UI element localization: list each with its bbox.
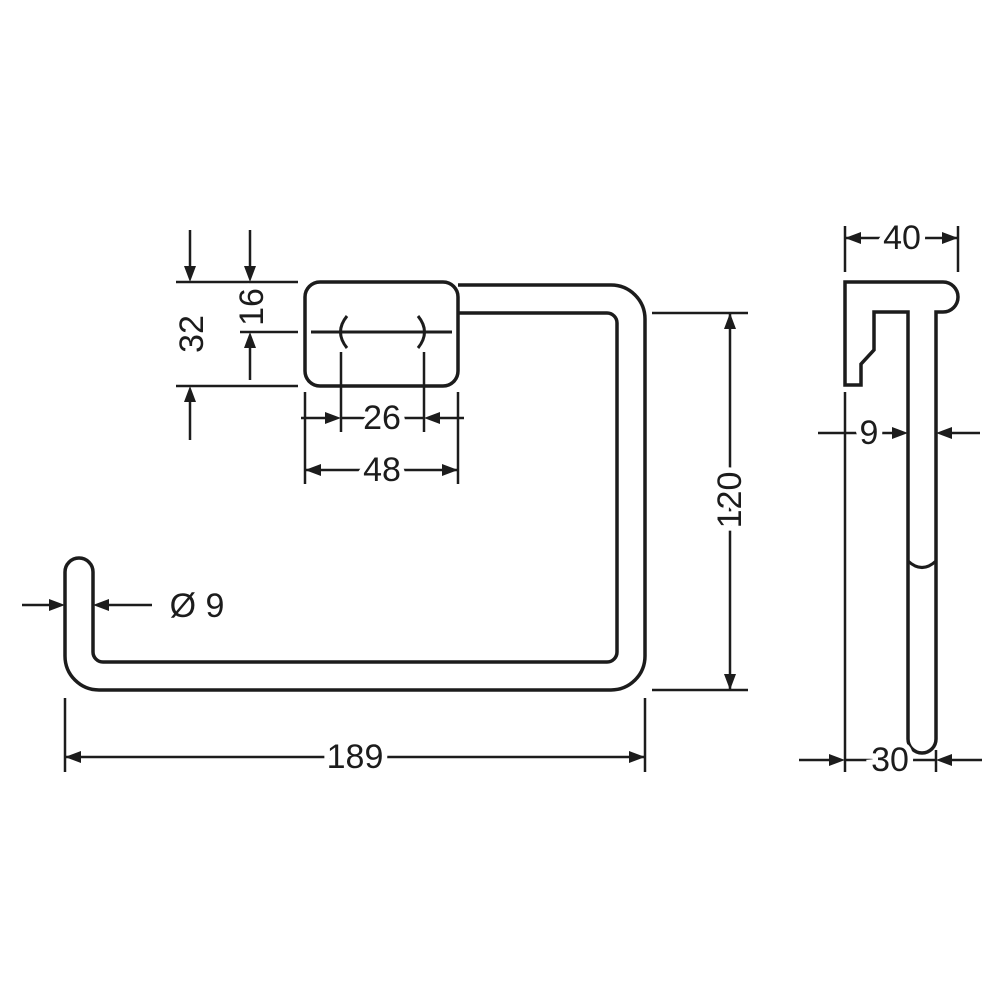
dim-label: 26 [363,399,401,437]
arrowhead [49,599,65,611]
dim-label: 16 [233,288,271,326]
dim-label: 48 [363,451,401,489]
dim-label: 189 [327,738,384,776]
arrowhead [442,464,458,476]
arrowhead [845,232,861,244]
arrowhead [936,754,952,766]
dim-label: 40 [883,219,921,257]
wall-bracket [303,280,460,388]
arrowhead [942,232,958,244]
dim-bracket-height: 32 [168,230,217,440]
bar-seam-line [906,559,938,569]
side-view: 40 9 30 [799,214,982,785]
arrowhead [424,412,440,424]
arrowhead [184,266,196,282]
arrowhead [724,313,736,329]
arrowhead [244,266,256,282]
arrowhead [184,386,196,402]
ring-outline [63,283,647,692]
bracket-arc-right [416,315,426,349]
arrowhead [829,754,845,766]
arrowhead [325,412,341,424]
arrowhead [93,599,109,611]
dim-label: 9 [860,414,879,452]
dim-bracket-width: 48 [305,446,458,495]
arrowhead [892,427,908,439]
dim-overall-depth: 40 [843,214,960,272]
dim-side-bar-diameter: 9 [818,409,980,458]
side-profile-outline [843,280,960,755]
dim-label: 32 [173,315,211,353]
arrowhead [305,464,321,476]
dim-bracket-center-offset: 16 [228,230,277,380]
bracket-arc-left [339,315,349,349]
dim-label: 120 [711,472,749,529]
front-view: 32 16 26 [22,230,755,782]
arrowhead [936,427,952,439]
dim-label: 30 [871,741,909,779]
arrowhead [629,751,645,763]
arrowhead [65,751,81,763]
dim-bar-diameter: Ø 9 [22,582,230,631]
dim-bottom-depth: 30 [799,392,982,785]
arrowhead [244,332,256,348]
dim-overall-width: 189 [65,733,645,782]
dim-label: Ø 9 [170,587,225,625]
dim-overall-height: 120 [706,313,755,690]
arrowhead [724,674,736,690]
dim-inner-spacing: 26 [301,394,464,443]
